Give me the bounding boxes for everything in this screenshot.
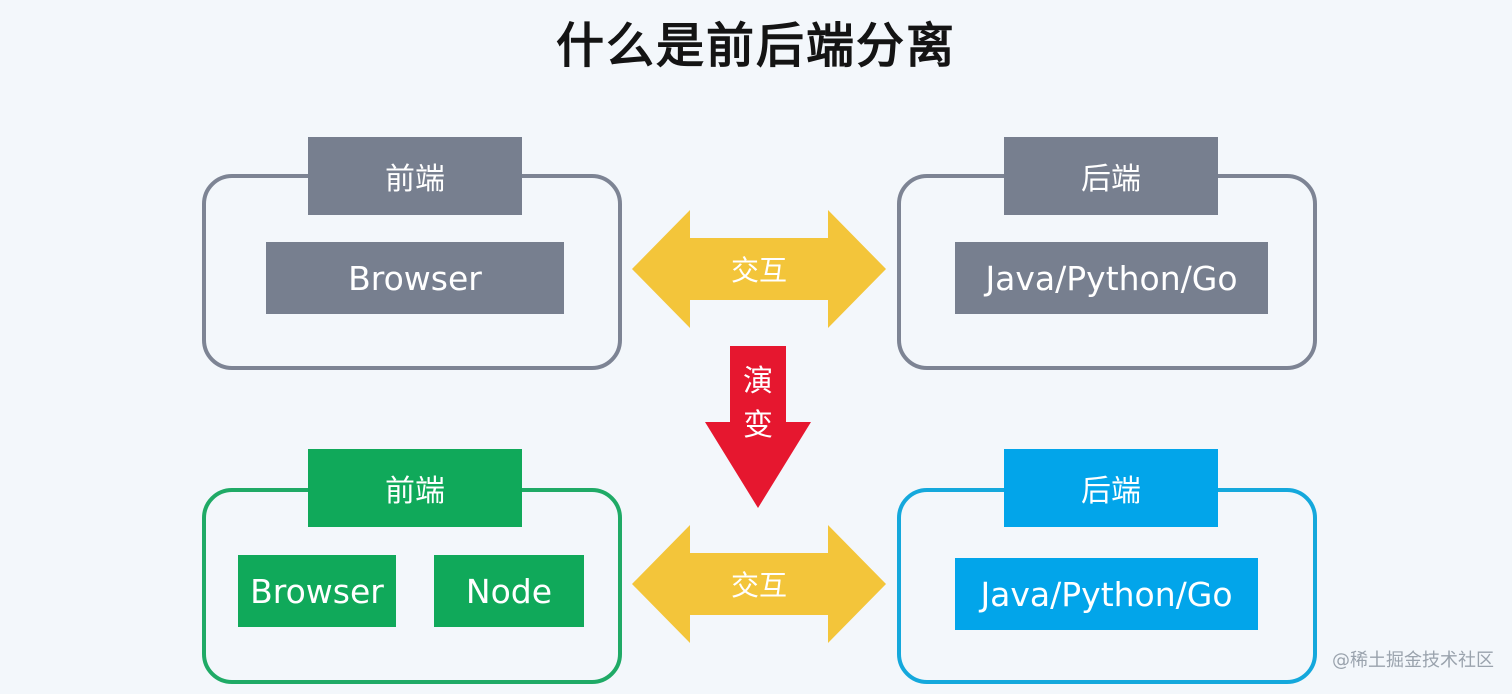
diagram-title: 什么是前后端分离: [555, 18, 956, 74]
evolution-label-1: 演: [743, 364, 773, 399]
bottom-frontend-node: Node: [434, 555, 584, 627]
bottom-frontend-browser: Browser: [238, 555, 396, 627]
bottom-interaction-label: 交互: [730, 569, 787, 602]
top-backend-server: Java/Python/Go: [955, 242, 1268, 314]
bottom-backend-tag: 后端: [1004, 449, 1218, 527]
bottom-frontend-tag: 前端: [308, 449, 522, 527]
top-frontend-browser: Browser: [266, 242, 564, 314]
top-interaction-label: 交互: [730, 254, 787, 287]
bottom-backend-server: Java/Python/Go: [955, 558, 1258, 630]
evolution-label-2: 变: [743, 408, 773, 443]
top-backend-tag: 后端: [1004, 137, 1218, 215]
top-interaction-arrow: [632, 210, 886, 328]
bottom-interaction-arrow: [632, 525, 886, 643]
top-frontend-tag: 前端: [308, 137, 522, 215]
evolution-arrow: [705, 346, 811, 508]
watermark: @稀土掘金技术社区: [1332, 650, 1494, 671]
